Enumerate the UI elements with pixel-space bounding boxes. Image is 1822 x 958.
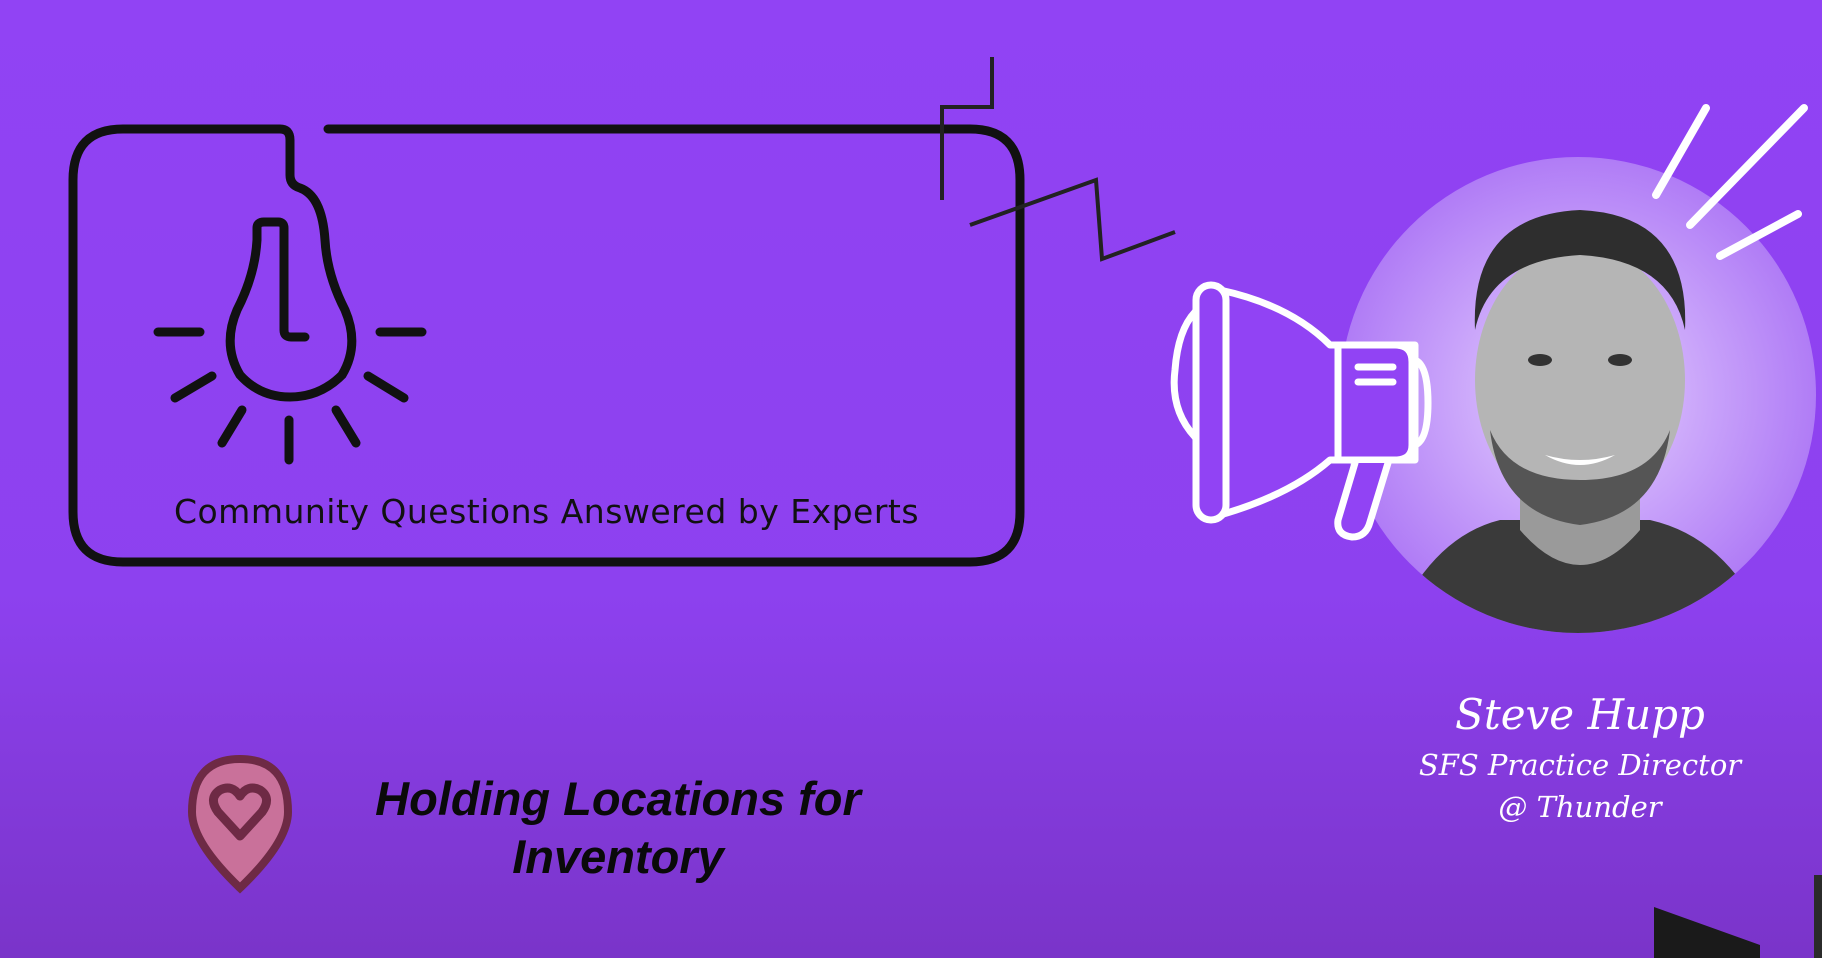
thunder-logo [1654, 875, 1822, 958]
card-frame [68, 124, 1025, 567]
speaker-name: Steve Hupp [1455, 690, 1705, 739]
topic-title-line2: Inventory [512, 830, 724, 883]
location-pin-heart-icon [187, 754, 293, 894]
speaker-company: @ Thunder [1498, 790, 1662, 824]
topic-title: Holding Locations for Inventory [318, 770, 918, 886]
megaphone-icon [1170, 281, 1432, 541]
card-caption: Community Questions Answered by Experts [173, 492, 920, 531]
topic-title-line1: Holding Locations for [375, 772, 861, 825]
zigzag-decoration [940, 57, 1176, 262]
speaker-role: SFS Practice Director [1418, 748, 1742, 782]
sparkle-lines [1652, 104, 1808, 260]
lightbulb-icon [153, 327, 427, 465]
